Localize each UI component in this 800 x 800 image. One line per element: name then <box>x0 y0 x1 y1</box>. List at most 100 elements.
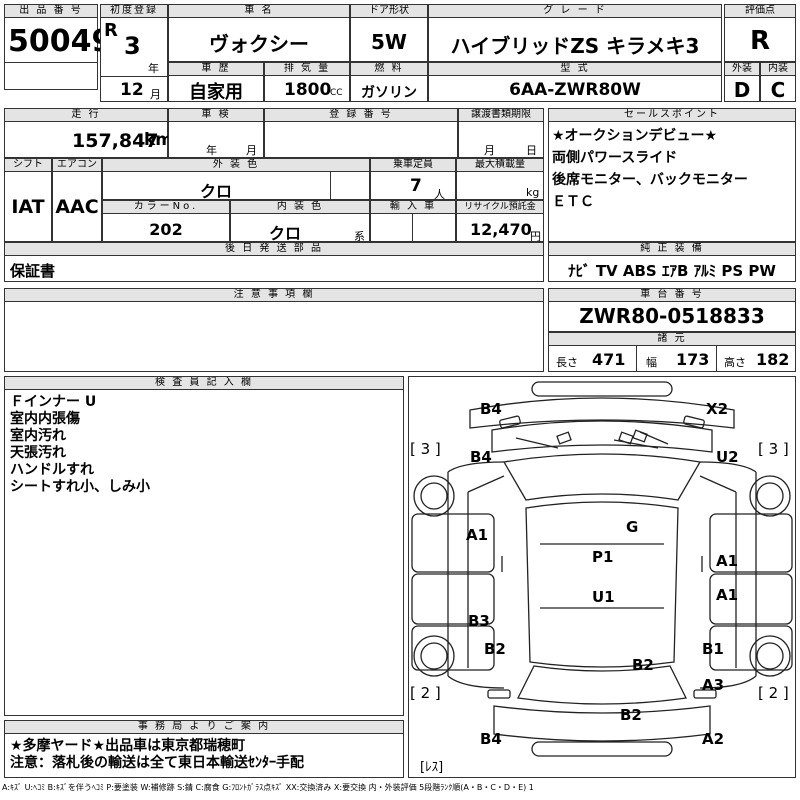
color-no-header: カラーNo. <box>102 200 230 214</box>
side-label-right-top: [ 3 ] <box>758 440 789 458</box>
interior-grade: C <box>770 78 786 102</box>
damage-mark: A1 <box>716 552 739 570</box>
damage-mark: A3 <box>702 676 725 694</box>
lot-number-header: 出 品 番 号 <box>4 4 98 18</box>
sales-points-list: ★オークションデビュー★ 両側パワースライド 後席モニター、バックモニター ＥＴ… <box>552 128 792 211</box>
notes-cell <box>4 288 544 372</box>
damage-mark: B4 <box>470 448 492 466</box>
lot-number-cell <box>4 4 98 90</box>
side-label-left-top: [ 3 ] <box>410 440 441 458</box>
kei-unit: 系 <box>354 230 365 243</box>
sales-point-line: 両側パワースライド <box>552 150 678 166</box>
office-note: ★多摩ヤード★出品車は東京都瑞穂町 <box>10 738 246 754</box>
mileage: 157,847 <box>72 130 159 152</box>
damage-mark: B2 <box>620 706 642 724</box>
month-unit: 月 <box>150 88 161 101</box>
recycle-header: リサイクル預託金 <box>456 200 544 214</box>
displacement: 1800 <box>284 80 332 100</box>
transfer-month-unit: 月 <box>484 144 495 157</box>
inspector-notes: Ｆインナー U 室内内張傷 室内汚れ 天張汚れ ハンドルすれ シートすれ小、しみ… <box>10 394 400 496</box>
chassis-number: ZWR80-0518833 <box>579 304 765 328</box>
length-value: 471 <box>592 350 626 369</box>
color-no: 202 <box>149 220 183 239</box>
later-parts-header: 後 日 発 送 部 品 <box>4 242 544 256</box>
transfer-day-unit: 日 <box>526 144 537 157</box>
capacity: 7 <box>410 176 422 196</box>
recycle-fee: 12,470 <box>470 220 532 239</box>
inspector-note: 天張汚れ <box>10 445 66 461</box>
aircon-cell <box>52 158 102 242</box>
registration-year: 3 <box>124 32 141 60</box>
yen-unit: 円 <box>530 230 541 243</box>
sales-point-cell <box>548 108 796 242</box>
office-note: 注意：落札後の輸送は全て東日本輸送ｾﾝﾀｰ手配 <box>10 755 304 771</box>
notes-header: 注 意 事 項 欄 <box>4 288 544 302</box>
shift: IAT <box>11 196 45 218</box>
later-parts: 保証書 <box>10 262 56 280</box>
damage-mark: B1 <box>702 640 724 658</box>
shift-cell <box>4 158 52 242</box>
capacity-header: 乗車定員 <box>370 158 456 172</box>
plate-header: 登 録 番 号 <box>264 108 458 122</box>
damage-mark: B2 <box>632 656 654 674</box>
damage-mark: B3 <box>468 612 490 630</box>
damage-mark: G <box>626 518 639 536</box>
oem-equipment: ﾅﾋﾞ TV ABS ｴｱB ｱﾙﾐ PS PW <box>568 262 776 280</box>
chassis-header: 車 台 番 号 <box>548 288 796 302</box>
grade-header: グ レ ー ド <box>428 4 722 18</box>
registration-month: 12 <box>120 80 144 100</box>
door-header: ドア形状 <box>350 4 428 18</box>
inspector-note: 室内汚れ <box>10 428 66 444</box>
car-diagram <box>411 381 793 757</box>
grade: ハイブリッドZS キラメキ3 <box>450 34 700 58</box>
persons-unit: 人 <box>434 188 445 201</box>
damage-diagram-panel <box>408 376 796 778</box>
exterior-grade-header: 外装 <box>724 62 760 76</box>
first-registration-header: 初度登録 <box>100 4 168 18</box>
bottom-note: [ﾚｽ] <box>420 760 444 775</box>
displacement-header: 排 気 量 <box>264 62 350 76</box>
aircon-header: エアコン <box>52 158 102 172</box>
era-letter: R <box>104 20 118 41</box>
legend-footer: A:ｷｽﾞ U:ﾍｺﾐ B:ｷｽﾞを伴うﾍｺﾐ P:要塗装 W:補修跡 S:錆 … <box>2 783 534 792</box>
inspector-note: 室内内張傷 <box>10 411 80 427</box>
inspection-year-unit: 年 <box>206 144 217 157</box>
year-unit: 年 <box>148 62 159 75</box>
door-type: 5W <box>371 30 407 54</box>
side-label-left-bottom: [ 2 ] <box>410 684 441 702</box>
office-notes: ★多摩ヤード★出品車は東京都瑞穂町 注意：落札後の輸送は全て東日本輸送ｾﾝﾀｰ手… <box>10 738 402 772</box>
width-label: 幅 <box>646 356 657 369</box>
inspector-header: 検 査 員 記 入 欄 <box>4 376 404 390</box>
length-label: 長さ <box>556 356 578 369</box>
cc-unit: CC <box>330 88 343 98</box>
model-type: 6AA-ZWR80W <box>509 80 641 100</box>
sales-point-line: ★オークションデビュー★ <box>552 128 718 144</box>
sales-point-line: 後席モニター、バックモニター <box>552 172 748 188</box>
damage-mark: A2 <box>702 730 725 748</box>
damage-mark: B4 <box>480 730 502 748</box>
damage-mark: B2 <box>484 640 506 658</box>
inspection-header: 車 検 <box>168 108 264 122</box>
fuel-header: 燃 料 <box>350 62 428 76</box>
vehicle-history: 自家用 <box>189 82 243 103</box>
int-color-header: 内 装 色 <box>230 200 370 214</box>
fuel: ガソリン <box>361 85 417 101</box>
score-header: 評価点 <box>724 4 796 18</box>
inspector-cell <box>4 376 404 716</box>
height-value: 182 <box>756 350 790 369</box>
damage-mark: B4 <box>480 400 502 418</box>
max-load-header: 最大積載量 <box>456 158 544 172</box>
sales-point-header: セールスポイント <box>548 108 796 122</box>
score: R <box>749 26 771 56</box>
oem-equipment-header: 純 正 装 備 <box>548 242 796 256</box>
damage-mark: U1 <box>592 588 615 606</box>
ext-color-header: 外 装 色 <box>102 158 370 172</box>
import-header: 輸 入 車 <box>370 200 456 214</box>
side-label-right-bottom: [ 2 ] <box>758 684 789 702</box>
km-unit: km <box>144 130 174 150</box>
damage-mark: X2 <box>706 400 729 418</box>
damage-mark: U2 <box>716 448 739 466</box>
inspector-note: ハンドルすれ <box>10 462 94 478</box>
aircon: AAC <box>55 196 99 218</box>
ext-color: クロ <box>199 182 232 201</box>
